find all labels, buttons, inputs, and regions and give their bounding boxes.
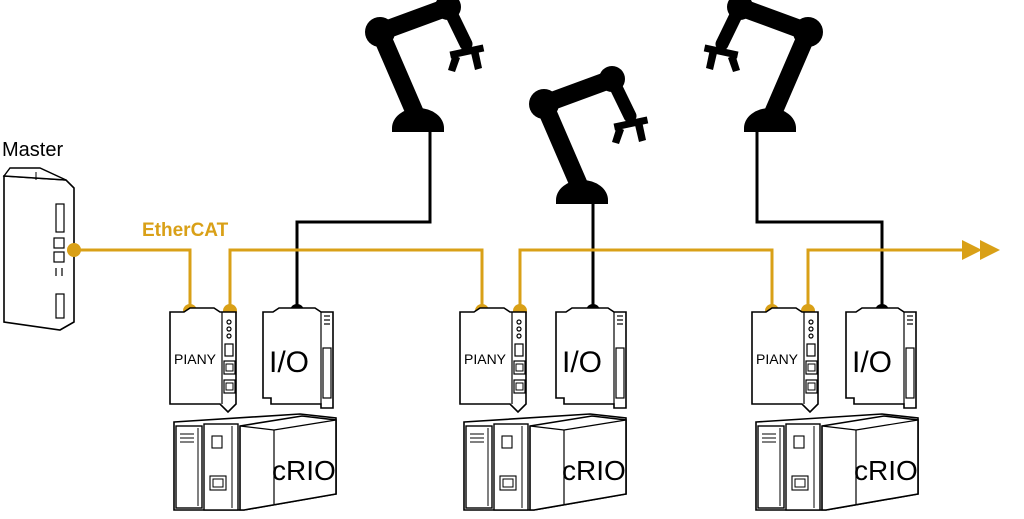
piany-label: PIANY [174, 351, 217, 367]
ethercat-label: EtherCAT [142, 220, 229, 241]
crio-controller: cRIO [463, 413, 627, 511]
robot-arm-icon [365, 0, 484, 132]
master-label: Master [2, 139, 63, 161]
io-label: I/O [562, 346, 602, 379]
robot-arm-icon [529, 66, 648, 204]
piany-label: PIANY [756, 351, 799, 367]
robot-arm-icon [704, 0, 823, 132]
crio-controller: cRIO [173, 413, 337, 511]
bus-connection-dots [67, 243, 815, 318]
crio-controller: cRIO [755, 413, 919, 511]
io-module: I/O [555, 307, 627, 409]
crio-label: cRIO [562, 455, 626, 486]
control-lines [295, 130, 884, 308]
piany-gateway-module: PIANY [751, 307, 819, 413]
io-label: I/O [852, 346, 892, 379]
piany-gateway-module: PIANY [169, 307, 237, 413]
ethercat-bus [70, 248, 962, 310]
io-label: I/O [269, 346, 309, 379]
piany-gateway-module: PIANY [459, 307, 527, 413]
master-device [2, 167, 75, 331]
double-arrow-icon [962, 240, 1000, 260]
crio-label: cRIO [272, 455, 336, 486]
io-module: I/O [262, 307, 334, 409]
crio-label: cRIO [854, 455, 918, 486]
piany-label: PIANY [464, 351, 507, 367]
io-module: I/O [845, 307, 917, 409]
